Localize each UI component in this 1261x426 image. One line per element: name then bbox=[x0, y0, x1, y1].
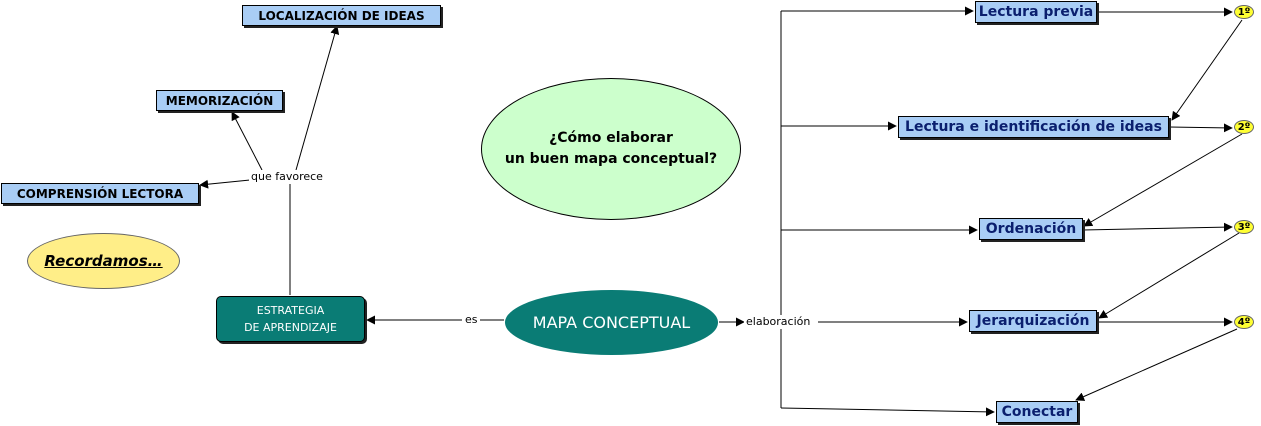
main-concept-node[interactable]: MAPA CONCEPTUAL bbox=[505, 290, 718, 355]
order-badge-2: 2º bbox=[1234, 120, 1254, 134]
question-line-1: ¿Cómo elaborar bbox=[549, 130, 673, 146]
link-label-elaboracion: elaboración bbox=[744, 315, 813, 329]
question-bubble: ¿Cómo elaborar un buen mapa conceptual? bbox=[481, 78, 741, 220]
concept-memorizacion[interactable]: MEMORIZACIÓN bbox=[156, 90, 283, 111]
question-line-2: un buen mapa conceptual? bbox=[504, 151, 718, 167]
step-conectar[interactable]: Conectar bbox=[996, 401, 1078, 423]
concept-comprension[interactable]: COMPRENSIÓN LECTORA bbox=[1, 183, 199, 204]
order-badge-1: 1º bbox=[1234, 5, 1254, 19]
step-lectura-identificacion[interactable]: Lectura e identificación de ideas bbox=[898, 116, 1169, 138]
step-ordenacion[interactable]: Ordenación bbox=[979, 218, 1083, 240]
recordamos-bubble: Recordamos… bbox=[27, 233, 180, 289]
step-lectura-previa[interactable]: Lectura previa bbox=[975, 1, 1097, 23]
order-badge-4: 4º bbox=[1234, 315, 1254, 329]
strategy-node[interactable]: ESTRATEGIA DE APRENDIZAJE bbox=[216, 296, 365, 342]
link-label-es: es bbox=[463, 313, 480, 327]
strategy-line-2: DE APRENDIZAJE bbox=[244, 321, 337, 334]
strategy-line-1: ESTRATEGIA bbox=[256, 304, 325, 317]
link-label-que-favorece: que favorece bbox=[249, 170, 325, 184]
order-badge-3: 3º bbox=[1234, 220, 1254, 234]
concept-localizacion[interactable]: LOCALIZACIÓN DE IDEAS bbox=[242, 5, 441, 26]
step-jerarquizacion[interactable]: Jerarquización bbox=[969, 310, 1097, 332]
